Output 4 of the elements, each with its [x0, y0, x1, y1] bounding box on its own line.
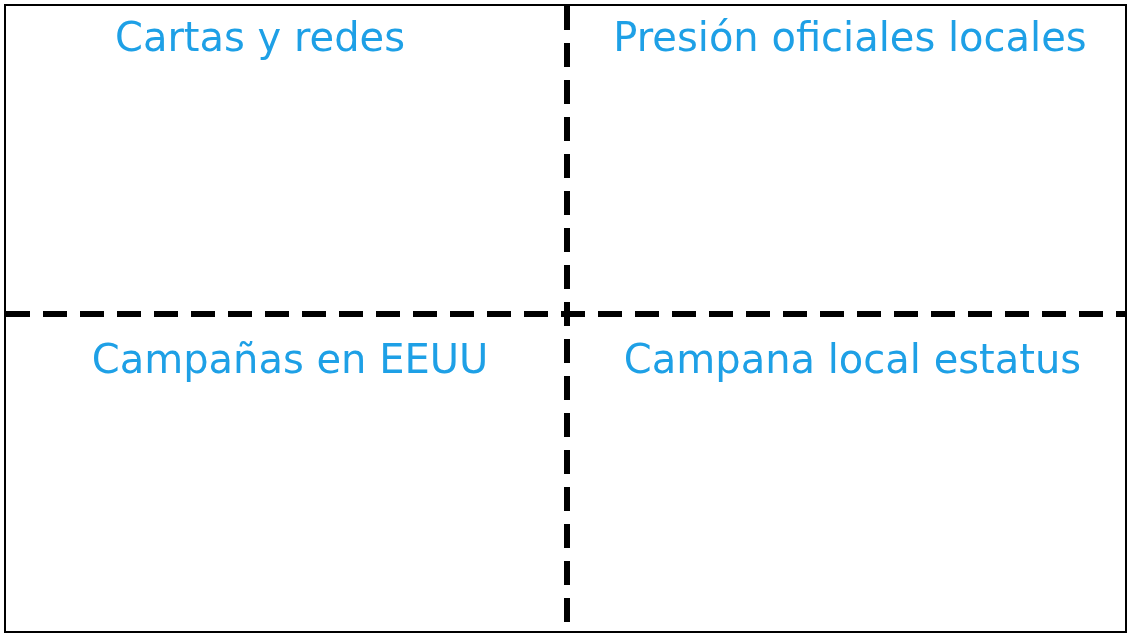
- quadrant-label: Campañas en EEUU: [90, 335, 490, 384]
- quadrant-label: Presión oficiales locales: [612, 13, 1088, 62]
- quadrant-label: Campana local estatus: [622, 335, 1083, 384]
- quadrant-label: Cartas y redes: [113, 13, 406, 62]
